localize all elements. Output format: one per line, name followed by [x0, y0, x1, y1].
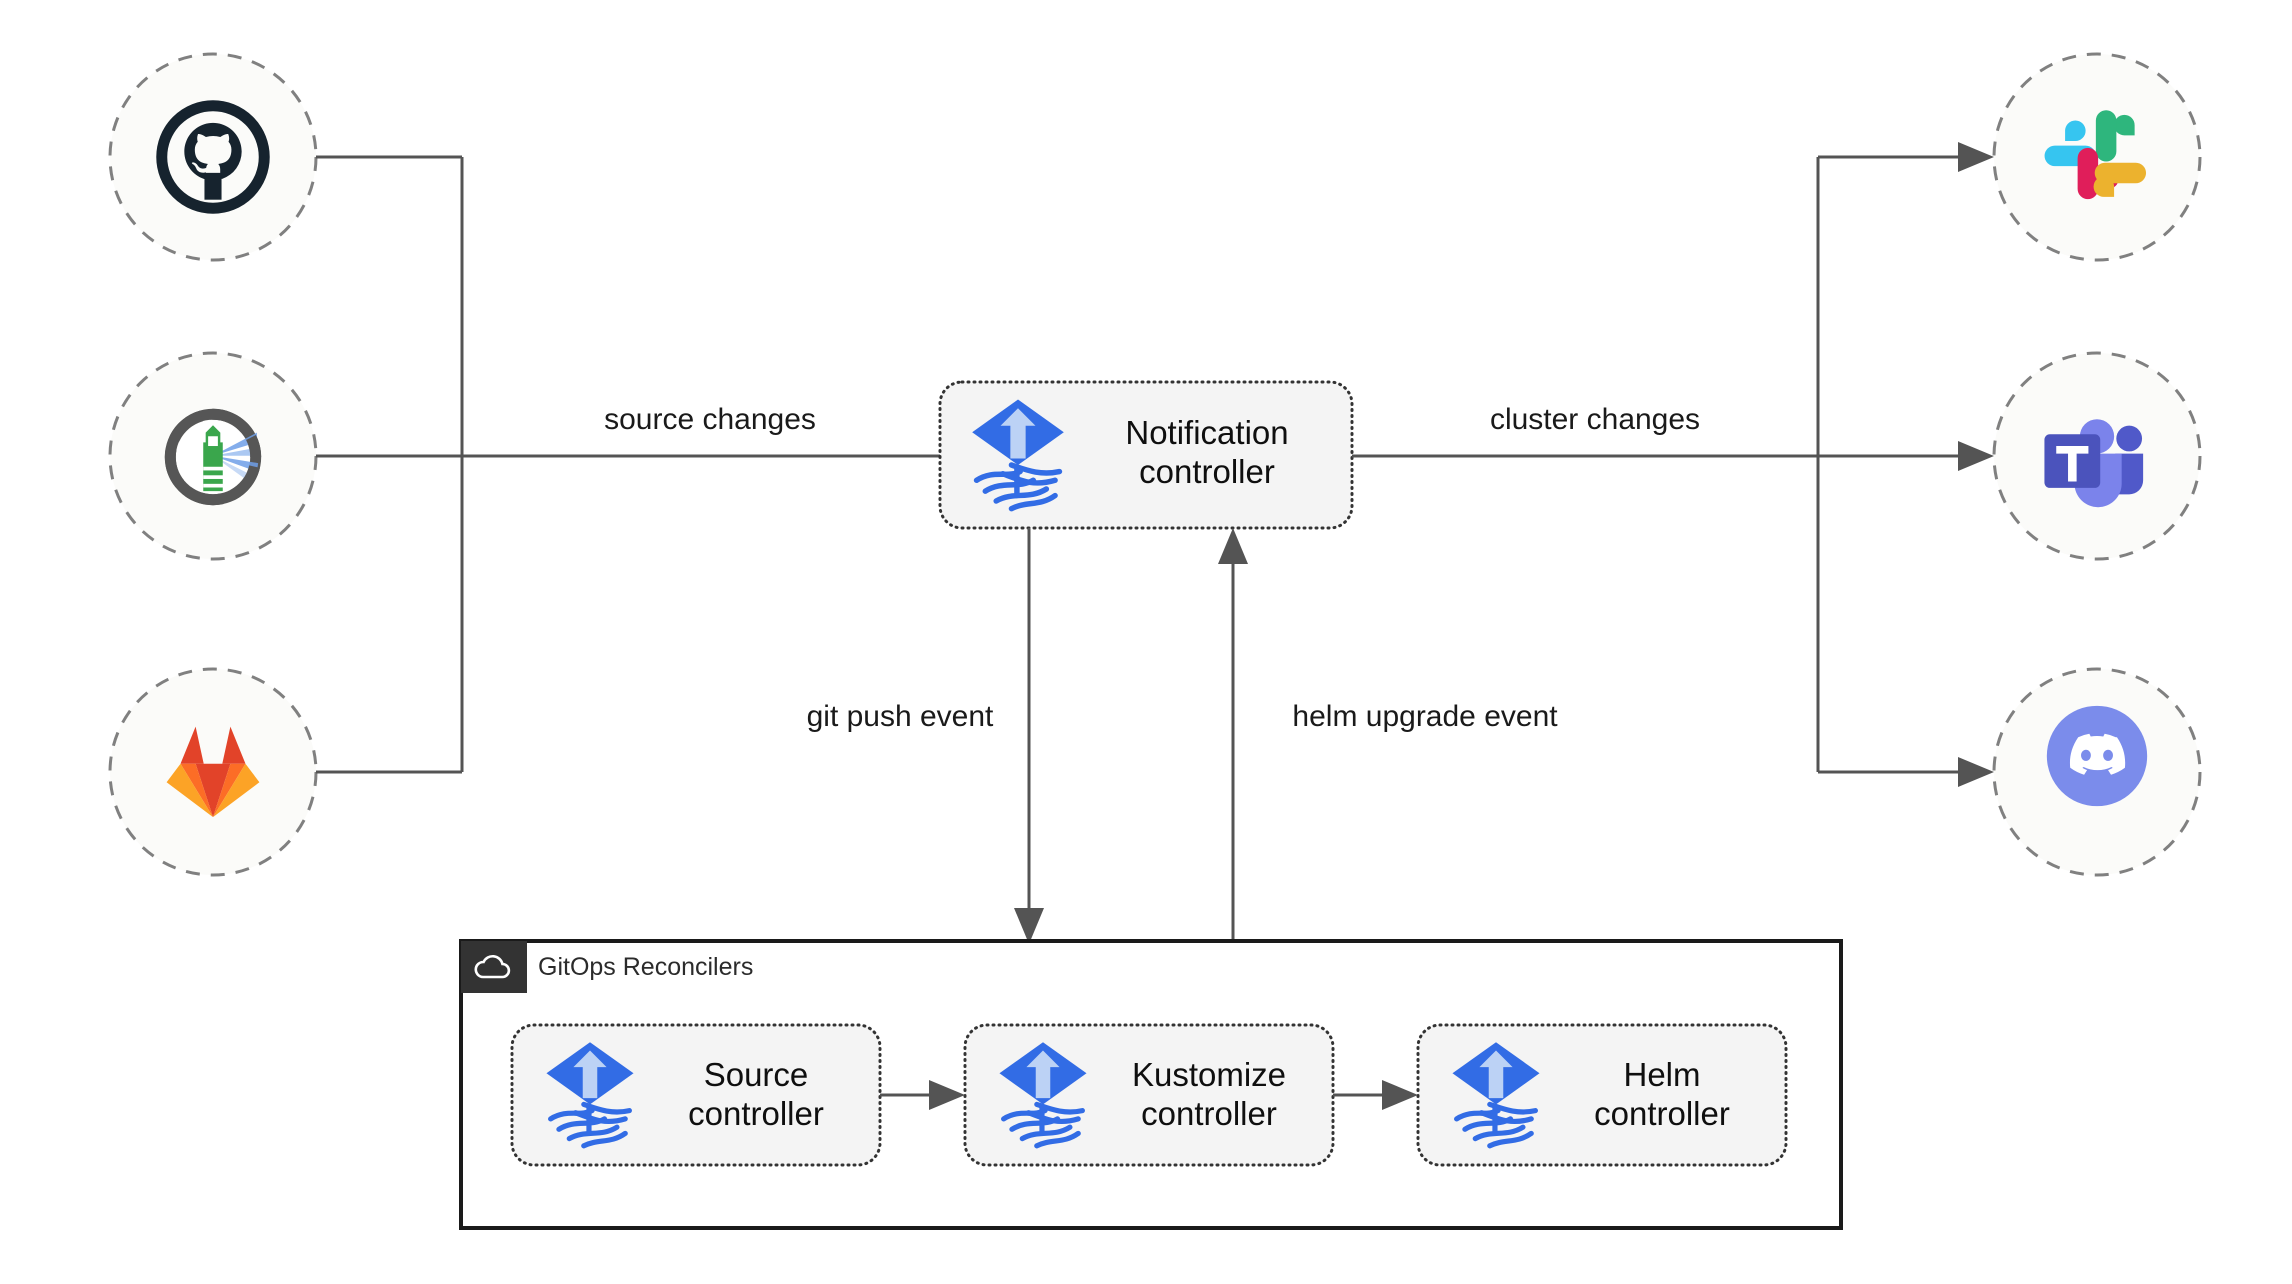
slack-icon	[2040, 100, 2154, 214]
edge-git-push-event	[1014, 528, 1044, 944]
arrowhead-git-push-event	[1014, 908, 1044, 944]
edge-helm-upgrade-event	[1218, 528, 1248, 944]
discord-icon	[2040, 699, 2154, 813]
lighthouse-icon	[152, 396, 274, 518]
arrowhead-cluster-slack	[1958, 142, 1994, 172]
edge-kustomize-to-helm	[1333, 1080, 1418, 1110]
cloud-icon	[472, 952, 516, 984]
flux-icon	[991, 1036, 1095, 1150]
teams-icon	[2038, 404, 2156, 516]
source-controller-label: Source controller	[688, 1056, 824, 1132]
arrowhead-helm-upgrade-event	[1218, 528, 1248, 564]
edge-label-cluster-changes: cluster changes	[1489, 403, 1701, 436]
arrowhead-kustomize-to-helm	[1382, 1080, 1418, 1110]
notification-controller-label: Notification controller	[1125, 414, 1289, 490]
arrowhead-cluster-teams	[1958, 441, 1994, 471]
gitlab-icon	[155, 715, 271, 831]
edge-cluster-changes	[1352, 142, 1994, 787]
edge-source-to-kustomize	[880, 1080, 965, 1110]
github-icon	[152, 96, 274, 218]
gitops-reconcilers-title: GitOps Reconcilers	[538, 953, 754, 981]
edge-label-source-changes: source changes	[604, 403, 816, 436]
flux-icon	[1444, 1036, 1548, 1150]
arrowhead-cluster-discord	[1958, 757, 1994, 787]
edge-label-git-push-event: git push event	[806, 700, 994, 733]
flux-icon	[963, 393, 1073, 513]
gitops-reconcilers-tab	[461, 941, 527, 993]
edge-label-helm-upgrade-event: helm upgrade event	[1292, 700, 1558, 733]
flux-icon	[538, 1036, 642, 1150]
arrowhead-source-to-kustomize	[929, 1080, 965, 1110]
helm-controller-label: Helm controller	[1594, 1056, 1730, 1132]
kustomize-controller-label: Kustomize controller	[1131, 1056, 1287, 1132]
